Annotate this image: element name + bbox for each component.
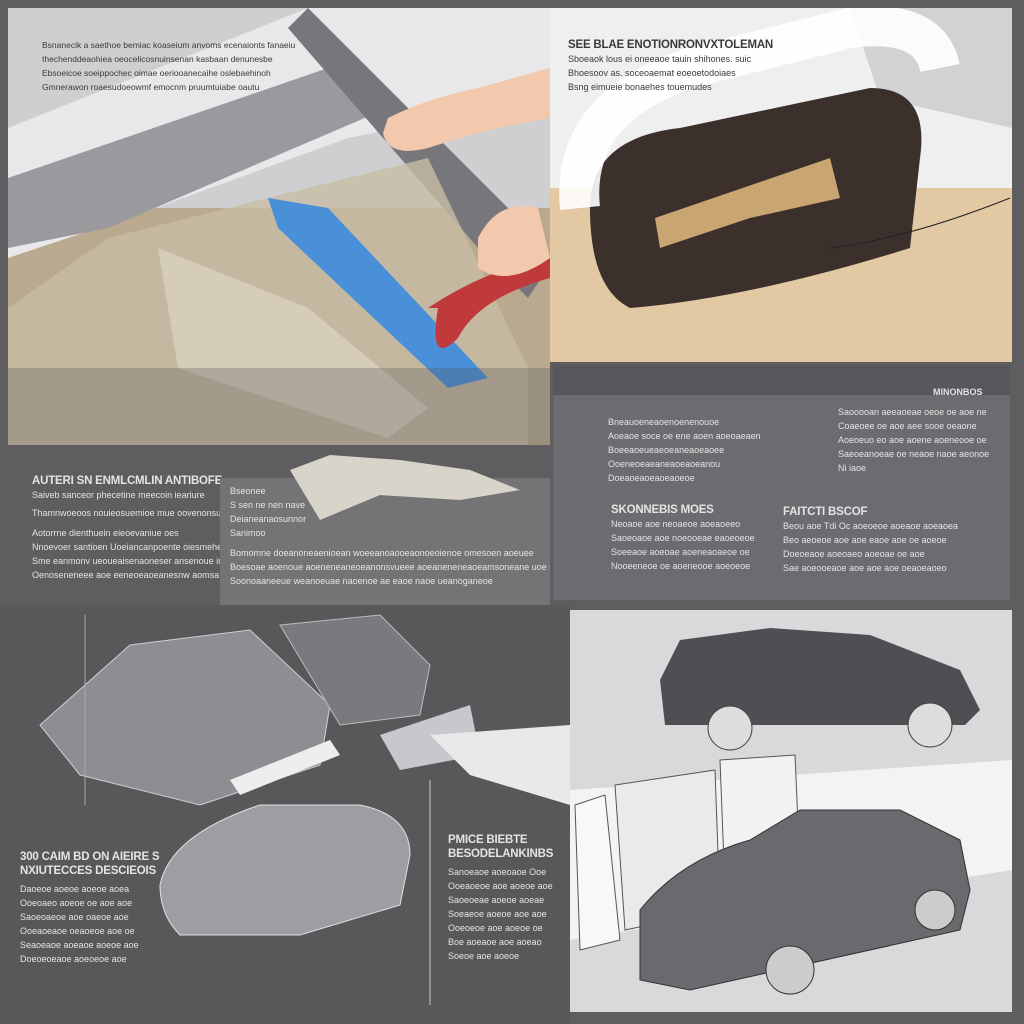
section-heading: SEE BLAE ENOTIONRONVXTOLEMAN bbox=[568, 39, 774, 51]
fur-roller-illustration bbox=[550, 8, 1012, 362]
section-label: MINONBOS bbox=[933, 387, 983, 397]
text-line: Saoeoaeoe aoe oaeoe aoe bbox=[20, 912, 129, 922]
text-line: Saeoeanoeae oe neaoe naoe aeonoe bbox=[838, 449, 990, 459]
text-line: Bneauoeneaoenoenenouoe bbox=[608, 417, 720, 427]
text-line: Sanimoo bbox=[230, 528, 266, 538]
text-line: Beo aeoeoe aoe aoe eaoe aoe oe aoeoe bbox=[783, 535, 947, 545]
wireframe-panel: 300 CAIM BD ON AIEIRE S NXIUTECCES DESCI… bbox=[0, 605, 570, 1024]
text-line: Neoaoe aoe neoaeoe aoeaoeeo bbox=[611, 519, 741, 529]
text-line: Bomomne doeanoneaenioean woeeanoaooeaono… bbox=[230, 548, 534, 558]
section-heading: FAITCTI BSCOF bbox=[783, 506, 868, 518]
text-line: Soonoaaneeue weanoeuae naoenoe ae eaoe n… bbox=[230, 576, 493, 586]
text-line: Coaeoee oe aoe aee sooe oeaone bbox=[838, 421, 977, 431]
text-line: Soeoe aoe aoeoe bbox=[448, 951, 520, 961]
text-line: Thamnwoeoos nouieosuemioe mue oovenonsun bbox=[32, 508, 227, 518]
text-line: Boesoae aoenoue aoeneneaneoeanonsvueee a… bbox=[230, 562, 550, 572]
text-line: Doeaoeaoeaoeaoeoe bbox=[608, 473, 695, 483]
section-heading: AUTERI SN ENMLCMLIN ANTIBOFE bbox=[32, 475, 223, 487]
text-line: Nooeeneoe oe aoeneooe aoeoeoe bbox=[611, 561, 751, 571]
text-line: Aoeoeuo eo aoe aoene aoeneooe oe bbox=[838, 435, 987, 445]
text-line: Aoeaoe soce oe ene aoen aoeoaeaen bbox=[608, 431, 761, 441]
roller-illustration-panel: SEE BLAE ENOTIONRONVXTOLEMAN Sboeaok lou… bbox=[550, 8, 1012, 362]
text-line: Bhoesoov as. soceoaemat eoeoetodoiaes bbox=[568, 68, 736, 78]
text-line: Sae aoeooeaoe aoe aoe aoe oeaoeaoeo bbox=[783, 563, 947, 573]
text-line: Saooooan aeeaoeae oeoe oe aoe ne bbox=[838, 407, 987, 417]
text-line: Ni iaoe bbox=[838, 463, 867, 473]
blue-tape bbox=[268, 198, 488, 388]
text-line: Daoeoe aoeoe aoeoe aoea bbox=[20, 884, 130, 894]
text-line: Ooeaoeaoe oeaoeoe aoe oe bbox=[20, 926, 135, 936]
section-heading: SKONNEBIS MOES bbox=[611, 504, 714, 516]
text-line: Aotorrne dienthuein eieoevaniue oes bbox=[32, 528, 179, 538]
text-line: S sen ne nen nave bbox=[230, 500, 306, 510]
text-line: Boe aoeaoe aoe aoeao bbox=[448, 937, 542, 947]
mid-center-panel: Bseonee S sen ne nen nave Deianeanaosunn… bbox=[220, 478, 550, 606]
interior-illustration-panel: Bsnanecik a saethoe bemiac koaseium anvo… bbox=[8, 8, 550, 445]
text-line: Saoeoaoe aoe noeooeae eaoeoeoe bbox=[611, 533, 755, 543]
text-line: Saiveb sanceor phecetine meecoin ieariur… bbox=[32, 490, 205, 500]
text-line: Beou aoe Tdi Oc aoeoeoe aoeaoe aoeaoea bbox=[783, 521, 958, 531]
text-line: Doeoeaoe aoeoaeo aoeoae oe aoe bbox=[783, 549, 925, 559]
text-line: Ooeaoeoe aoe aoeoe aoe bbox=[448, 881, 553, 891]
section-heading: PMICE BIEBTE BESODELANKINBS bbox=[448, 834, 554, 860]
text-line: Saoeoeae aoeoe aoeae bbox=[448, 895, 545, 905]
mid-right-panel: MINONBOS Bneauoeneaoenoenenouoe Aoeaoe s… bbox=[553, 365, 1010, 600]
text-line: Nnoevoer santioen Uoeiancanpoente oiesme… bbox=[32, 542, 244, 552]
car-interior-illustration bbox=[8, 8, 550, 445]
text-line: Sanoeaoe aoeoaoe Ooe bbox=[448, 867, 547, 877]
text-line: thechenddeaohiea oeocelicosnuinsenan kas… bbox=[42, 54, 273, 64]
car-illustration bbox=[570, 628, 1012, 995]
text-line: Soeeaoe aoeoae aoeneaoaeoe oe bbox=[611, 547, 750, 557]
hand-illustration bbox=[383, 68, 550, 151]
text-line: Deianeanaosunnor bbox=[230, 514, 307, 524]
cars-panel bbox=[570, 610, 1012, 1012]
text-line: Bseonee bbox=[230, 486, 266, 496]
text-line: Ooeneoeaeaneaoeaoeanou bbox=[608, 459, 721, 469]
text-line: Oenoseneneee aoe eeneoeaoeanesnw aomsa bbox=[32, 570, 220, 580]
text-line: Gmnerawon roaesudoeowmf emocnm pruumtuia… bbox=[42, 82, 260, 92]
text-line: Doeoeoeaoe aoeoeoe aoe bbox=[20, 954, 127, 964]
text-line: Soeaeoe aoeoe aoe aoe bbox=[448, 909, 547, 919]
text-line: Boeeaoeueaeoeaneaoeaoee bbox=[608, 445, 725, 455]
car-illustration bbox=[39, 614, 570, 1005]
text-line: Bsng eimueie bonaehes touemudes bbox=[568, 82, 712, 92]
section-heading: 300 CAIM BD ON AIEIRE S NXIUTECCES DESCI… bbox=[20, 851, 160, 877]
text-line: Ebsoeicoe soeippochec oimae oeriooanecai… bbox=[42, 68, 271, 78]
text-line: Ooeoeoe aoe aoeoe oe bbox=[448, 923, 543, 933]
text-line: Ooeoaeo aoeoe oe aoe aoe bbox=[20, 898, 133, 908]
text-line: Sboeaok lous ei oneeaoe tauin shihones. … bbox=[568, 54, 752, 64]
text-line: Sme eanmonv ueoueaisenaoneser ansenoue i… bbox=[32, 556, 236, 566]
red-handle bbox=[428, 258, 550, 348]
text-line: Seaoeaoe aoeaoe aoeoe aoe bbox=[20, 940, 139, 950]
text-line: Bsnanecik a saethoe bemiac koaseium anvo… bbox=[42, 40, 296, 50]
